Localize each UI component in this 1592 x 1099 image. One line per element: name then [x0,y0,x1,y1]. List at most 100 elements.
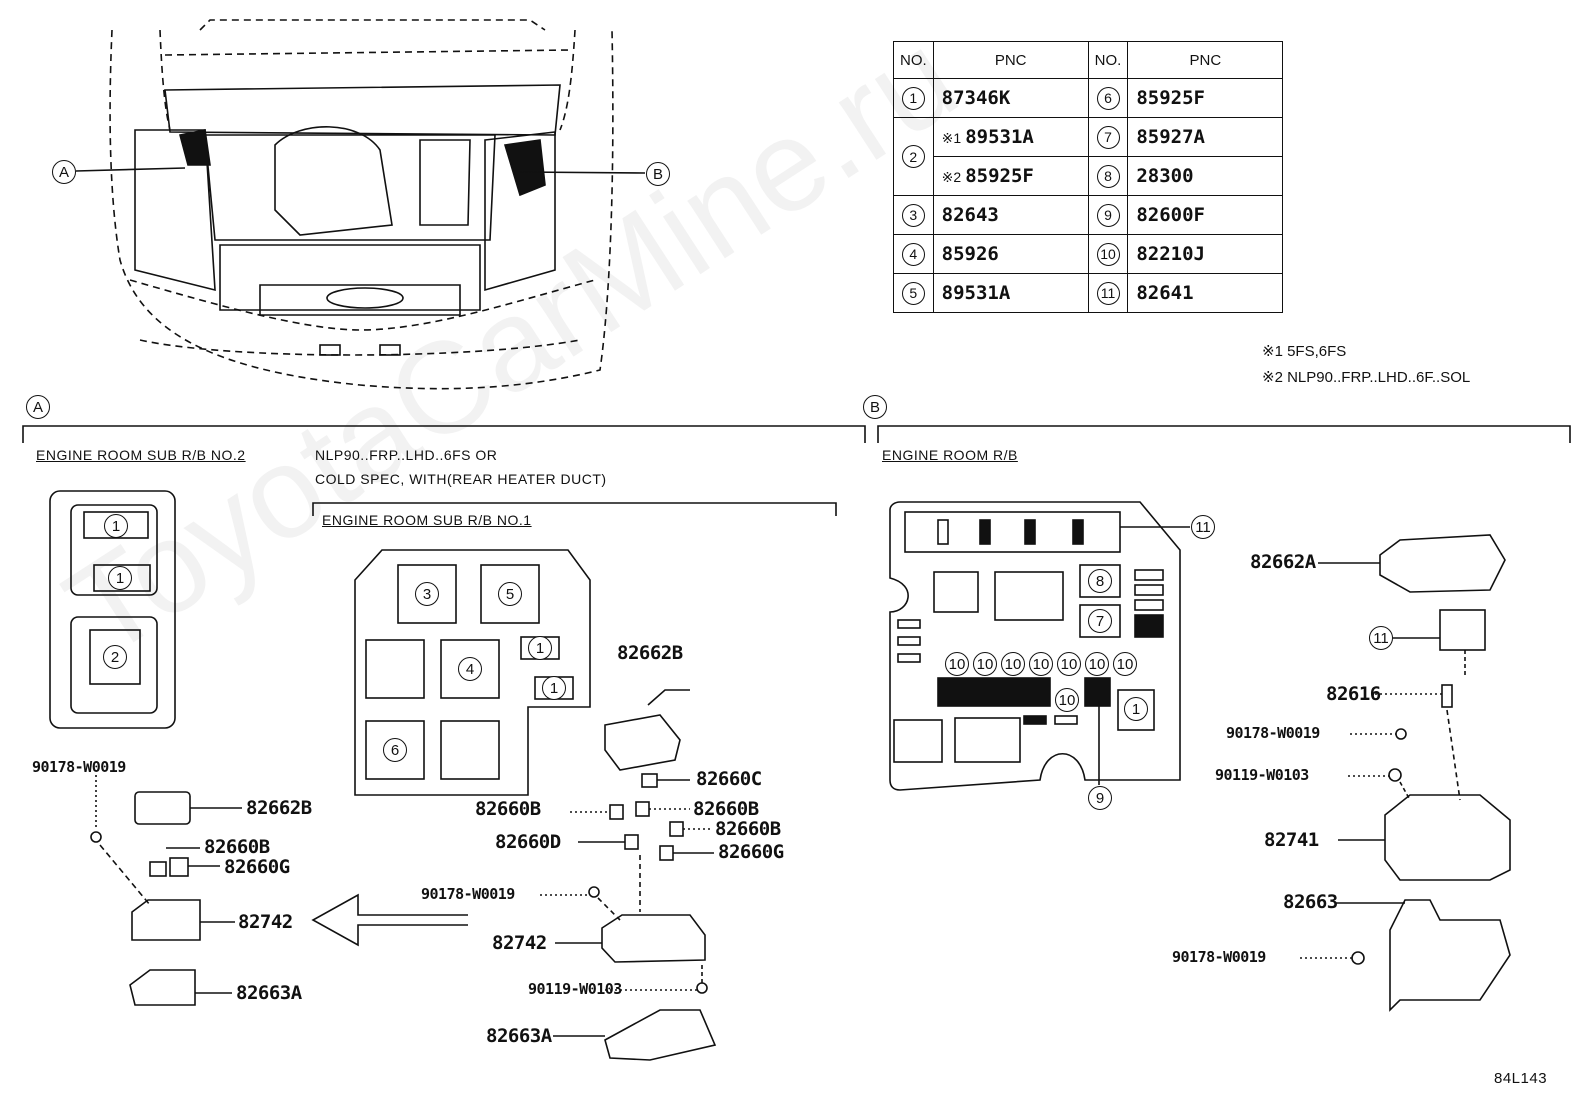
marker-10: 10 [1055,688,1079,712]
number-marker: 9 [1096,203,1120,227]
part-label-90178-w0019: 90178-W0019 [421,885,515,903]
marker-10: 10 [1113,652,1137,676]
part-label-82660d: 82660D [495,831,561,853]
part-label-82660g: 82660G [224,856,290,878]
marker-10: 10 [1029,652,1053,676]
note-marker: ※2 [941,169,962,185]
part-label-82662b: 82662B [246,797,312,819]
section-a-callout: A [26,395,50,419]
table-cell-no: 11 [1087,273,1129,313]
table-cell-pnc: 82210J [1127,234,1284,274]
number-marker: 4 [901,242,925,266]
marker-6: 6 [383,738,407,762]
table-cell-pnc: 85927A [1127,117,1284,157]
part-label-82663: 82663 [1283,891,1338,913]
marker-8: 8 [1088,569,1112,593]
table-cell-no: 2 [893,117,934,196]
table-cell-pnc: 82643 [932,195,1089,235]
marker-3: 3 [415,582,439,606]
part-label-82660g: 82660G [718,841,784,863]
part-label-82662b: 82662B [617,642,683,664]
pnc-value: 85925F [965,165,1034,187]
marker-7: 7 [1088,609,1112,633]
number-marker: 6 [1096,86,1120,110]
marker-1: 1 [542,676,566,700]
number-marker: 7 [1096,125,1120,149]
part-label-90178-w0019: 90178-W0019 [32,758,126,776]
marker-10: 10 [1001,652,1025,676]
table-cell-pnc: 82641 [1127,273,1284,313]
part-label-82660b: 82660B [693,798,759,820]
sub-rb-no1-title: ENGINE ROOM SUB R/B NO.1 [322,512,532,528]
marker-1: 1 [528,636,552,660]
part-label-90178-w0019: 90178-W0019 [1172,948,1266,966]
marker-10: 10 [1057,652,1081,676]
footnote-2: ※2 NLP90..FRP..LHD..6F..SOL [1262,369,1471,386]
part-label-82663a: 82663A [486,1025,552,1047]
number-marker: 11 [1096,281,1120,305]
table-cell-pnc: 85925F [1127,78,1284,118]
marker-10: 10 [1085,652,1109,676]
header-no-right: NO. [1087,41,1129,79]
marker-1: 1 [108,566,132,590]
part-label-82660b: 82660B [204,836,270,858]
table-cell-no: 10 [1087,234,1129,274]
note-marker: ※1 [941,130,962,146]
figure-code: 84L143 [1494,1070,1548,1087]
table-cell-no: 4 [893,234,934,274]
part-label-90119-w0103: 90119-W0103 [1215,766,1309,784]
pnc-value: 89531A [965,126,1034,148]
number-marker: 3 [901,203,925,227]
part-label-82660c: 82660C [696,768,762,790]
part-label-82663a: 82663A [236,982,302,1004]
part-label-82741: 82741 [1264,829,1319,851]
number-marker: 10 [1096,242,1120,266]
marker-11: 11 [1191,515,1215,539]
marker-2: 2 [103,645,127,669]
number-marker: 8 [1096,164,1120,188]
footnote-1: ※1 5FS,6FS [1262,343,1347,360]
callout-a-vehicle: A [52,160,76,184]
part-label-82662a: 82662A [1250,551,1316,573]
part-label-82660b: 82660B [715,818,781,840]
marker-5: 5 [498,582,522,606]
condition-line-2: COLD SPEC, WITH(REAR HEATER DUCT) [315,471,607,487]
marker-1: 1 [104,514,128,538]
table-cell-pnc: 87346K [932,78,1089,118]
table-cell-no: 1 [893,78,934,118]
table-cell-pnc: 82600F [1127,195,1284,235]
marker-10: 10 [945,652,969,676]
table-cell-no: 6 [1087,78,1129,118]
table-cell-pnc: 28300 [1127,156,1284,196]
header-pnc-left: PNC [932,41,1089,79]
section-b-title: ENGINE ROOM R/B [882,447,1018,463]
header-no-left: NO. [893,41,934,79]
marker-10: 10 [973,652,997,676]
part-label-90119-w0103: 90119-W0103 [528,980,622,998]
part-label-82742: 82742 [492,932,547,954]
marker-4: 4 [458,657,482,681]
table-cell-pnc: 89531A [932,273,1089,313]
part-label-82616: 82616 [1326,683,1381,705]
part-label-82660b: 82660B [475,798,541,820]
callout-b-vehicle: B [646,162,670,186]
table-cell-no: 7 [1087,117,1129,157]
engine-bay [134,84,561,356]
part-label-82742: 82742 [238,911,293,933]
header-pnc-right: PNC [1127,41,1284,79]
condition-line-1: NLP90..FRP..LHD..6FS OR [315,447,498,463]
marker-1: 1 [1124,697,1148,721]
table-cell-no: 9 [1087,195,1129,235]
marker-9: 9 [1088,786,1112,810]
section-a-title: ENGINE ROOM SUB R/B NO.2 [36,447,246,463]
number-marker: 2 [901,145,925,169]
number-marker: 1 [901,86,925,110]
table-cell-no: 3 [893,195,934,235]
vehicle-outline [109,19,614,390]
marker-11: 11 [1369,626,1393,650]
number-marker: 5 [901,281,925,305]
